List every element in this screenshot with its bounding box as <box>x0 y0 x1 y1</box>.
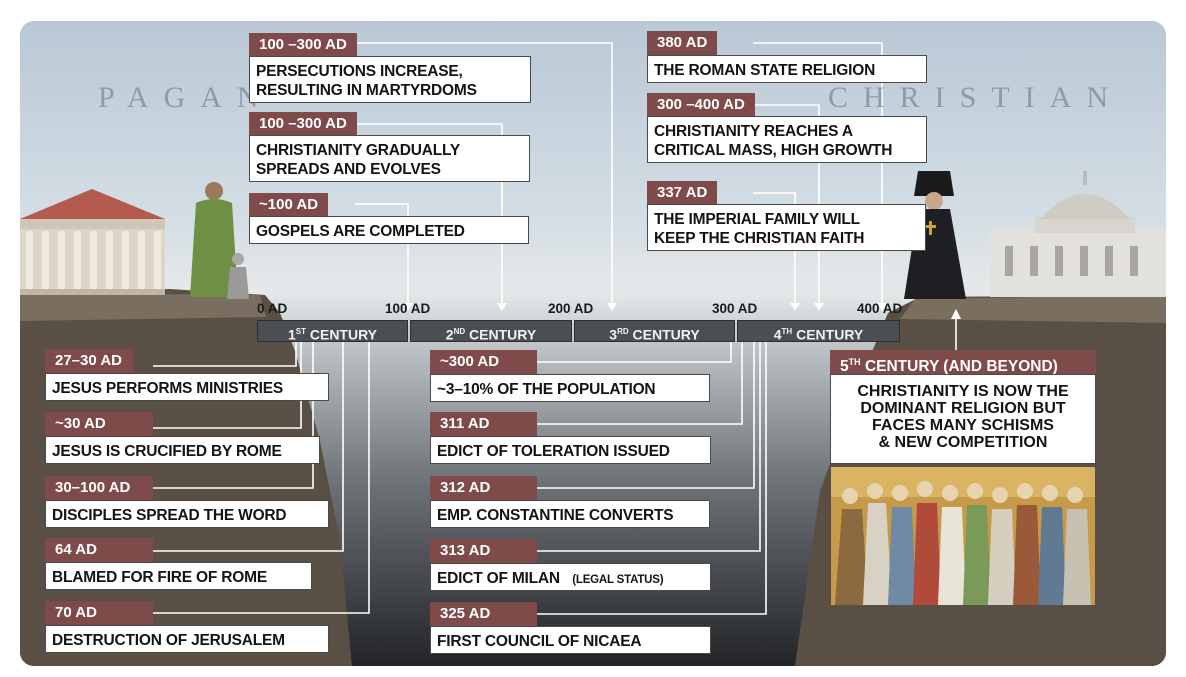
event-date-tag: 300 –400 AD <box>647 93 755 117</box>
event-body: DESTRUCTION OF JERUSALEM <box>45 625 329 653</box>
event-date-tag: ~100 AD <box>249 193 329 217</box>
roman-temple-illustration <box>20 189 165 295</box>
event-body: BLAMED FOR FIRE OF ROME <box>45 562 312 590</box>
tick-300ad: 300 AD <box>712 301 758 316</box>
event-note: (LEGAL STATUS) <box>572 574 664 586</box>
domed-church-illustration <box>990 171 1166 297</box>
event-date-tag: 312 AD <box>430 476 537 500</box>
event-body: DISCIPLES SPREAD THE WORD <box>45 500 329 528</box>
event-body: EDICT OF MILAN (LEGAL STATUS) <box>430 563 711 591</box>
event-date-tag: 30–100 AD <box>45 476 153 500</box>
saints-mosaic-illustration <box>831 467 1095 605</box>
tick-0ad: 0 AD <box>257 301 288 316</box>
event-body: PERSECUTIONS INCREASE,RESULTING IN MARTY… <box>249 56 531 103</box>
event-date-tag: 313 AD <box>430 539 537 563</box>
event-date-tag: 27–30 AD <box>45 349 133 373</box>
event-date-tag: 337 AD <box>647 181 718 205</box>
event-date-tag: ~30 AD <box>45 412 153 436</box>
event-date-tag: ~300 AD <box>430 350 537 374</box>
fifth-century-title: 5TH CENTURY (AND BEYOND) <box>830 350 1096 375</box>
event-body: EMP. CONSTANTINE CONVERTS <box>430 500 710 528</box>
right-cliff-shade <box>900 295 1166 323</box>
tick-200ad: 200 AD <box>548 301 594 316</box>
event-body: GOSPELS ARE COMPLETED <box>249 216 529 244</box>
fifth-century-text: CHRISTIANITY IS NOW THE DOMINANT RELIGIO… <box>830 374 1096 464</box>
left-cliff-shade <box>20 293 266 321</box>
century-1-segment: 1ST CENTURY <box>257 320 408 343</box>
event-body: ~3–10% OF THE POPULATION <box>430 374 710 402</box>
event-body: EDICT OF TOLERATION ISSUED <box>430 436 711 464</box>
century-3-segment: 3RD CENTURY <box>574 320 735 343</box>
event-date-tag: 64 AD <box>45 538 153 562</box>
connector-lines <box>153 42 957 615</box>
event-date-tag: 380 AD <box>647 31 718 55</box>
event-body: JESUS IS CRUCIFIED BY ROME <box>45 436 320 464</box>
timeline-frame: PAGAN CHRISTIAN 0 AD 100 AD 200 AD 300 A… <box>20 21 1166 666</box>
century-4-segment: 4TH CENTURY <box>737 320 900 343</box>
pagan-figures-illustration <box>190 182 249 299</box>
event-date-tag: 100 –300 AD <box>249 112 357 136</box>
event-date-tag: 311 AD <box>430 412 537 436</box>
event-body: FIRST COUNCIL OF NICAEA <box>430 626 711 654</box>
tick-400ad: 400 AD <box>857 301 903 316</box>
tick-100ad: 100 AD <box>385 301 431 316</box>
event-date-tag: 325 AD <box>430 602 537 626</box>
event-date-tag: 100 –300 AD <box>249 33 357 57</box>
pagan-watermark: PAGAN <box>98 81 274 114</box>
event-date-tag: 70 AD <box>45 601 153 625</box>
event-body: THE ROMAN STATE RELIGION <box>647 55 927 83</box>
century-2-segment: 2ND CENTURY <box>410 320 572 343</box>
christian-watermark: CHRISTIAN <box>828 81 1124 114</box>
event-body: JESUS PERFORMS MINISTRIES <box>45 373 329 401</box>
